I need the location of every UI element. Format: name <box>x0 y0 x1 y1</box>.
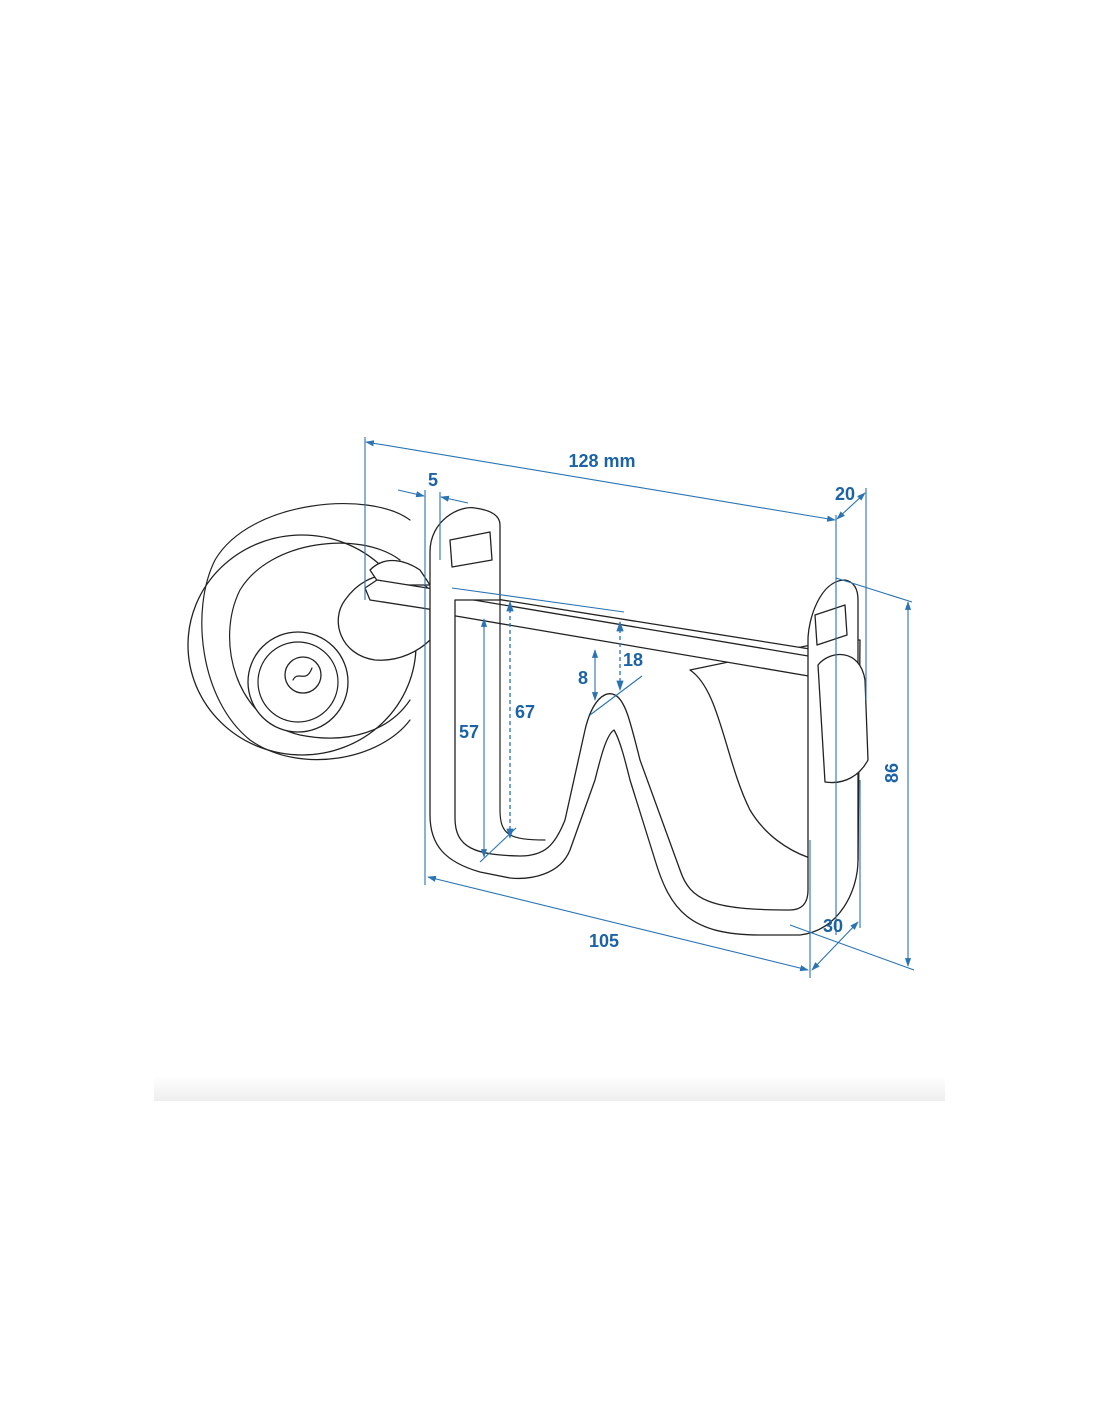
dim-label-depth-top: 20 <box>835 484 855 504</box>
dim-label-depth-bottom: 30 <box>823 916 843 936</box>
dim-label-wire-thickness: 5 <box>428 470 438 490</box>
bracket-left-loop <box>429 507 869 936</box>
dim-label-hump-offset: 18 <box>623 650 643 670</box>
dimension-lines <box>364 437 915 978</box>
lock-knob-icon <box>284 656 322 694</box>
dim-label-total-width: 128 mm <box>568 451 635 471</box>
dim-label-inner-height: 57 <box>459 722 479 742</box>
dim-label-total-height: 86 <box>882 763 902 783</box>
dim-label-hump-gap: 8 <box>578 668 588 688</box>
bottom-gradient-band <box>154 1076 945 1101</box>
suction-cup <box>187 503 431 761</box>
dim-label-outer-height: 67 <box>515 702 535 722</box>
dim-label-bottom-width: 105 <box>589 931 619 951</box>
